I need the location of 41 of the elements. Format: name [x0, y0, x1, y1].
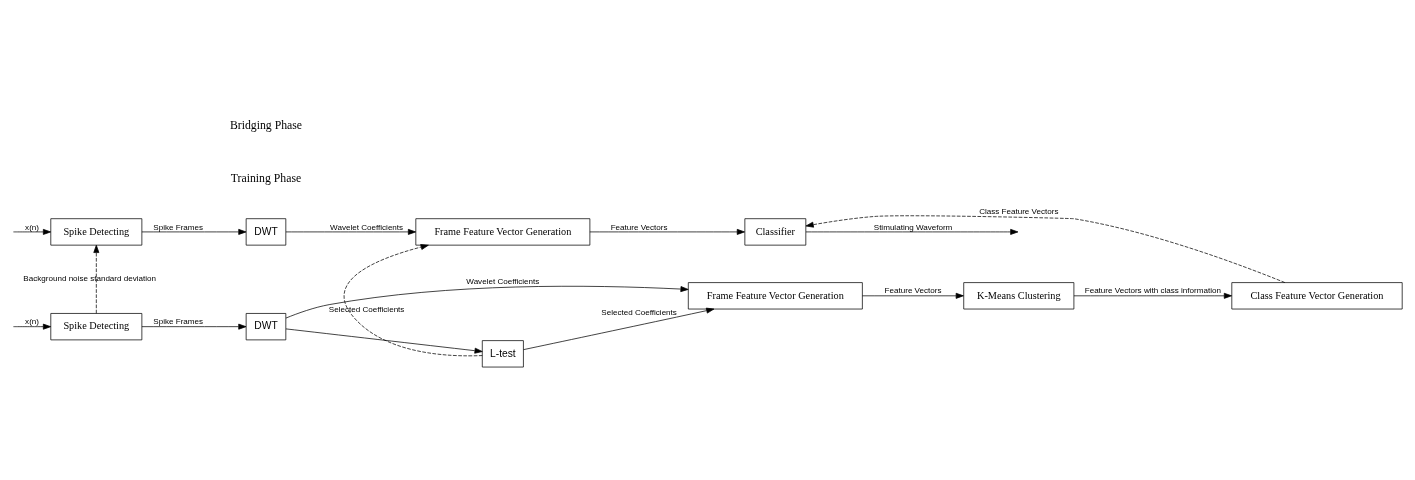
- edge-label: Class Feature Vectors: [979, 207, 1059, 217]
- arrow: [285, 285, 689, 319]
- edge-label: Feature Vectors: [610, 222, 668, 232]
- arrow: [862, 292, 964, 299]
- node-box: Frame Feature Vector Generation: [415, 218, 591, 246]
- edge-label: Feature Vectors: [884, 286, 942, 296]
- node-box: Class Feature Vector Generation: [1231, 282, 1403, 310]
- edge-label: Selected Coefficients: [601, 307, 677, 317]
- arrow: [589, 229, 745, 235]
- node-box: L-test: [481, 340, 524, 368]
- edge-label: Wavelet Coefficients: [330, 222, 404, 232]
- node-box: Spike Detecting: [50, 218, 143, 246]
- edge-label: Wavelet Coefficients: [466, 276, 540, 286]
- arrow: [13, 323, 52, 330]
- edge-label: x(n): [25, 222, 39, 232]
- node-box: DWT: [245, 313, 287, 341]
- arrow: [93, 244, 100, 314]
- arrow: [285, 229, 417, 235]
- label: Training Phase: [230, 171, 302, 185]
- arrow: [805, 215, 1286, 283]
- arrow: [523, 307, 715, 350]
- arrow: [285, 328, 483, 354]
- arrow: [13, 229, 52, 235]
- edge-label: Background noise standard deviation: [23, 274, 157, 284]
- node-box: Frame Feature Vector Generation: [687, 282, 863, 310]
- arrow: [1073, 292, 1232, 299]
- edge-label: Selected Coefficients: [328, 304, 405, 314]
- label: Bridging Phase: [229, 118, 303, 132]
- node-box: DWT: [245, 218, 287, 246]
- arrow: [141, 323, 247, 330]
- node-box: Spike Detecting: [50, 313, 143, 341]
- node-box: Classifier: [744, 218, 807, 246]
- edge-label: x(n): [25, 317, 39, 327]
- arrow: [805, 229, 1019, 235]
- arrow: [343, 244, 483, 357]
- edge-label: Spike Frames: [153, 222, 204, 232]
- arrow: [141, 229, 247, 235]
- edge-label: Feature Vectors with class information: [1084, 286, 1221, 296]
- edge-label: Spike Frames: [153, 317, 204, 327]
- edge-label: Stimulating Waveform: [873, 222, 953, 232]
- node-box: K-Means Clustering: [963, 282, 1075, 310]
